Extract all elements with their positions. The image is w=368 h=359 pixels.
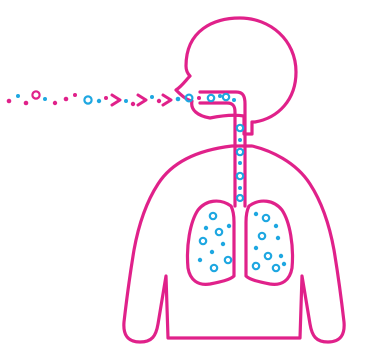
- deposited-particle-ring: [265, 253, 271, 259]
- deposited-particle-dot: [210, 250, 214, 254]
- particle-ring: [237, 173, 243, 179]
- right-lung-outline: [246, 201, 293, 284]
- deposited-particle-ring: [216, 229, 222, 235]
- deposited-particle-dot: [279, 254, 283, 258]
- particle-dot: [104, 96, 108, 100]
- deposited-particle-ring: [200, 238, 206, 244]
- deposited-particle-ring: [273, 265, 279, 271]
- particle-dot: [43, 97, 47, 101]
- deposited-particle-dot: [254, 212, 258, 216]
- particle-ring: [237, 149, 243, 155]
- particle-dot: [124, 99, 128, 103]
- particle-dot: [238, 186, 242, 190]
- deposited-particle-dot: [227, 224, 231, 228]
- particle-dot: [232, 98, 236, 102]
- deposited-particle-dot: [282, 262, 286, 266]
- particle-ring: [32, 91, 39, 98]
- particle-dot: [7, 99, 12, 104]
- particle-dot: [157, 99, 161, 103]
- deposited-particle-ring: [210, 213, 216, 219]
- particle-dot: [53, 101, 57, 105]
- particle-ring: [208, 95, 214, 101]
- deposited-particle-dot: [274, 224, 278, 228]
- chevron-arrow-icon: [138, 95, 146, 105]
- deposited-particle-dot: [254, 246, 258, 250]
- particle-dot: [131, 102, 135, 106]
- particle-dot: [24, 101, 29, 106]
- particle-dot: [97, 99, 101, 103]
- deposited-particle-dot: [221, 242, 225, 246]
- particle-ring: [84, 96, 91, 103]
- particle-dot: [197, 96, 201, 100]
- person-figure: [124, 18, 344, 342]
- particle-ring: [237, 125, 243, 131]
- particle-ring: [223, 94, 229, 100]
- deposited-particle-dot: [198, 258, 202, 262]
- particle-dot: [64, 97, 69, 102]
- deposited-particle-ring: [263, 215, 269, 221]
- chevron-arrow-icon: [163, 95, 171, 105]
- deposited-particle-dot: [276, 236, 280, 240]
- deposited-particle-dot: [204, 226, 208, 230]
- particle-dot: [16, 94, 20, 98]
- particle-dot: [238, 138, 242, 142]
- particle-dot: [150, 95, 154, 99]
- particle-dot: [238, 161, 242, 165]
- chevron-arrow-icon: [112, 95, 120, 105]
- deposited-particle-ring: [259, 233, 265, 239]
- deposited-particle-ring: [225, 257, 231, 263]
- deposited-particle-ring: [253, 263, 259, 269]
- particle-dot: [73, 93, 77, 97]
- particle-dot: [176, 97, 181, 102]
- particle-dot: [218, 94, 222, 98]
- deposited-particle-ring: [211, 265, 217, 271]
- particle-ring: [237, 195, 243, 201]
- particle-ring: [186, 95, 193, 102]
